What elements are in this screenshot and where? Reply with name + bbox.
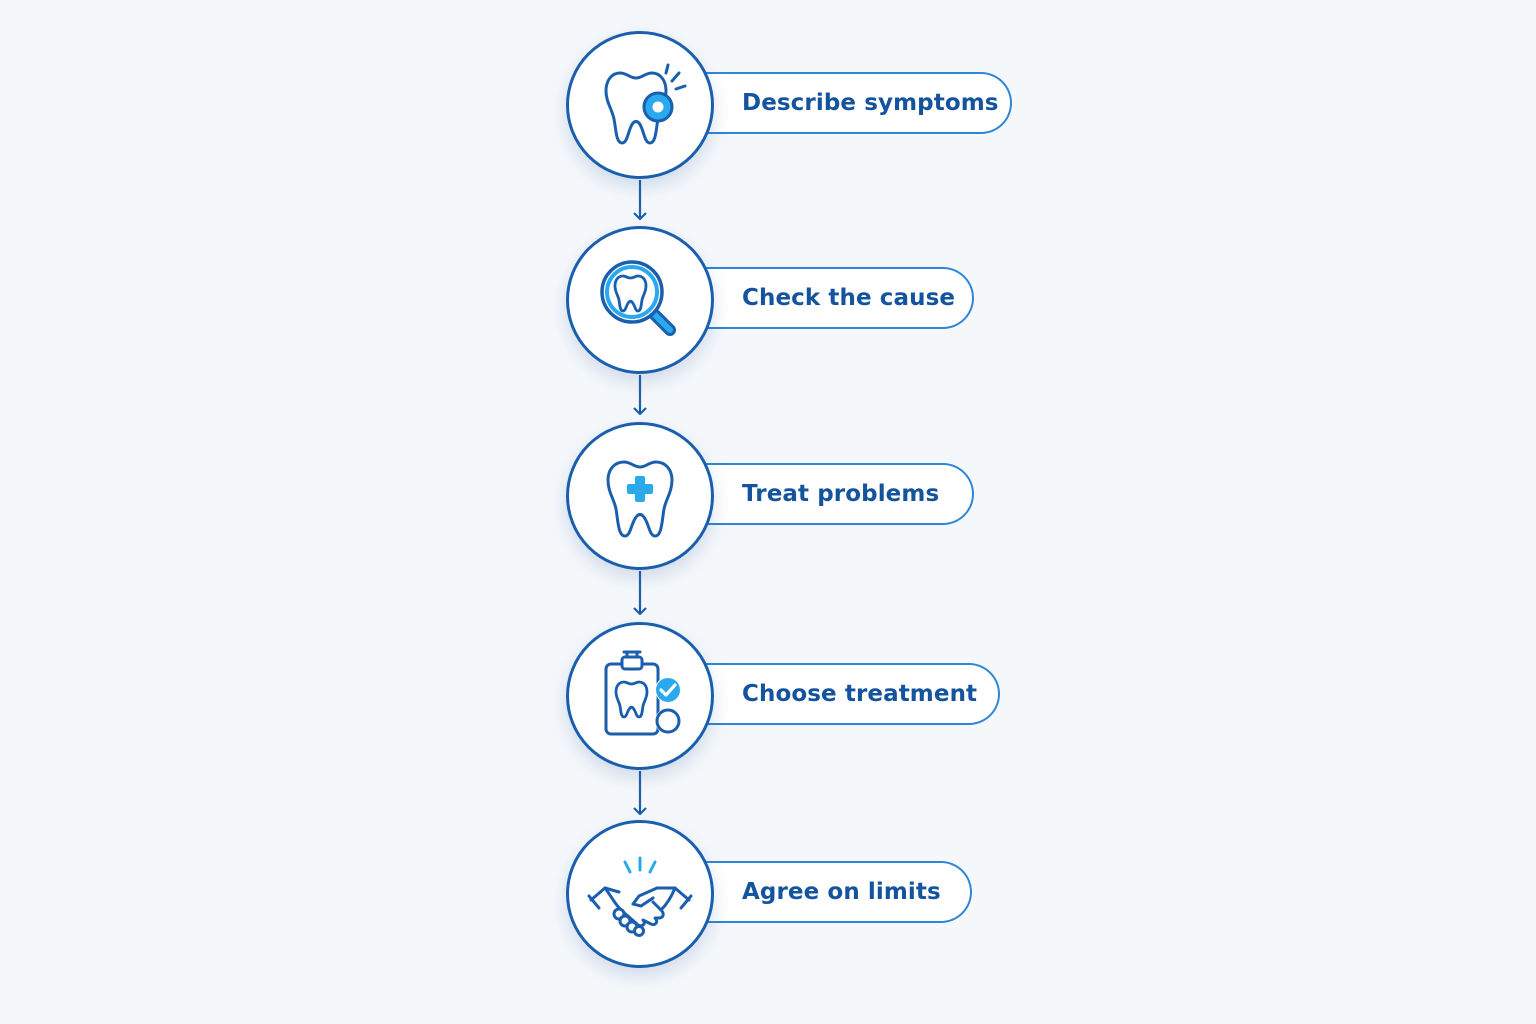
- tooth-magnifier-icon: [590, 250, 690, 350]
- step-choose-treatment: Choose treatment: [566, 622, 1026, 770]
- tooth-medical-cross-icon: [590, 446, 690, 546]
- step-label-pill: Agree on limits: [678, 861, 972, 923]
- step-label: Describe symptoms: [742, 90, 999, 116]
- step-check-the-cause: Check the cause: [566, 226, 1026, 374]
- step-label-pill: Describe symptoms: [678, 72, 1012, 134]
- step-label-pill: Choose treatment: [678, 663, 1000, 725]
- step-label-pill: Treat problems: [678, 463, 974, 525]
- arrow-3-to-4: [632, 571, 648, 621]
- clipboard-tooth-checklist-icon: [590, 646, 690, 746]
- arrow-1-to-2: [632, 180, 648, 226]
- step-icon-circle: [566, 820, 714, 968]
- step-describe-symptoms: Describe symptoms: [566, 31, 1026, 179]
- step-icon-circle: [566, 622, 714, 770]
- step-label: Treat problems: [742, 481, 940, 507]
- step-treat-problems: Treat problems: [566, 422, 1026, 570]
- step-label: Choose treatment: [742, 681, 978, 707]
- arrow-2-to-3: [632, 375, 648, 421]
- tooth-pain-icon: [590, 55, 690, 155]
- handshake-icon: [585, 844, 695, 944]
- step-icon-circle: [566, 226, 714, 374]
- step-label-pill: Check the cause: [678, 267, 974, 329]
- step-label: Check the cause: [742, 285, 956, 311]
- step-agree-on-limits: Agree on limits: [566, 820, 1026, 968]
- step-label: Agree on limits: [742, 879, 941, 905]
- arrow-4-to-5: [632, 771, 648, 821]
- step-icon-circle: [566, 422, 714, 570]
- step-icon-circle: [566, 31, 714, 179]
